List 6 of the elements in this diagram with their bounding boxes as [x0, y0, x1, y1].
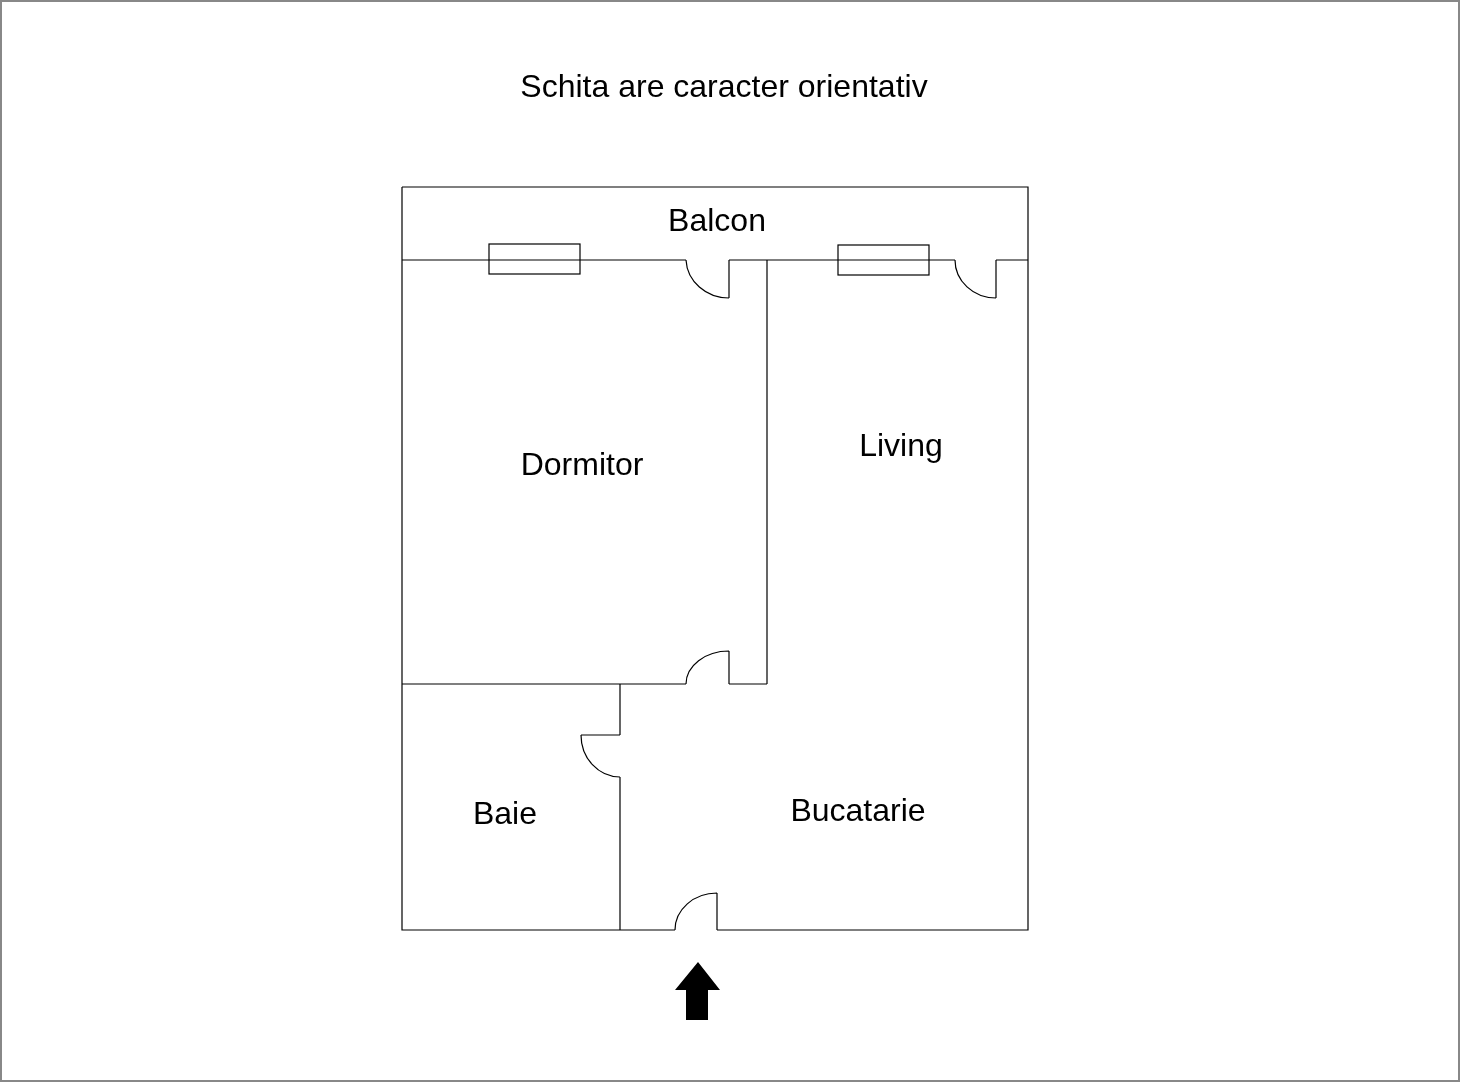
room-label: Bucatarie: [790, 791, 926, 830]
room-label: Dormitor: [520, 445, 644, 484]
room-label: Balcon: [668, 201, 766, 240]
room-label: Baie: [473, 794, 537, 833]
room-label: Living: [859, 426, 943, 465]
title: Schita are caracter orientativ: [519, 67, 929, 106]
